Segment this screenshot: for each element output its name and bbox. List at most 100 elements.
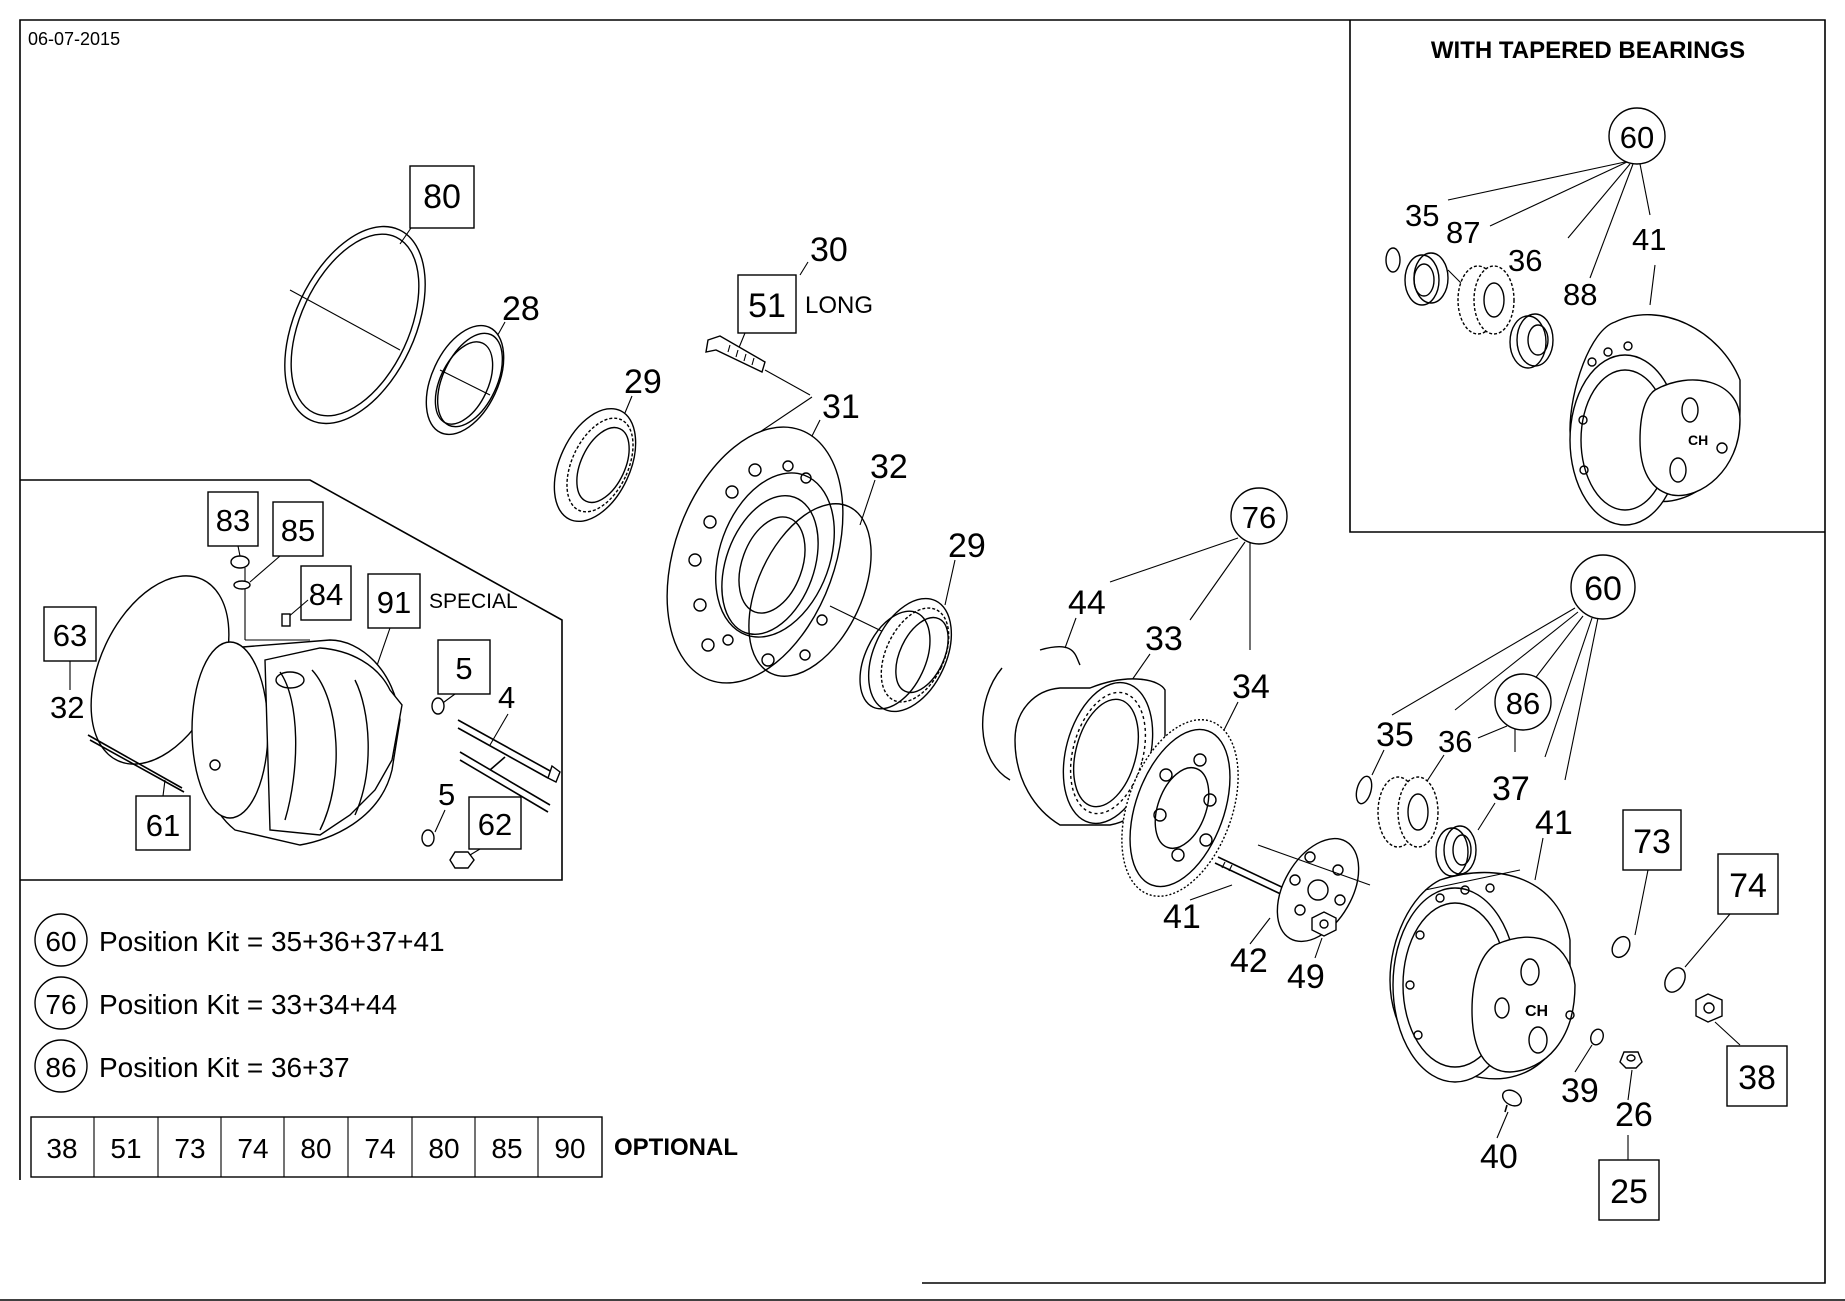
label-44: 44 (1068, 584, 1106, 622)
hub-31 (666, 426, 844, 684)
svg-text:84: 84 (309, 577, 343, 612)
bearing-29-mid (859, 597, 953, 713)
box-38: 38 (1726, 1045, 1788, 1107)
ring-gear-33 (1014, 678, 1166, 826)
inset-kit-60-label: 60 (1620, 120, 1654, 155)
inset-label-32: 32 (50, 690, 84, 725)
inset-plug-83 (230, 555, 251, 590)
plug-26 (1619, 1051, 1643, 1069)
inset-box-62: 62 (468, 796, 522, 850)
optional-label: OPTIONAL (614, 1134, 738, 1161)
housing-inset: 83 85 84 91 SPECIAL 63 5 62 61 (20, 479, 563, 881)
svg-text:63: 63 (53, 618, 87, 653)
drawing-frame (0, 19, 1845, 1301)
main-exploded-view: 80 28 30 51 LONG (284, 165, 1788, 1221)
drawing-date: 06-07-2015 (28, 29, 120, 49)
inset-box-85: 85 (272, 501, 324, 557)
inset-label-5-lower: 5 (438, 777, 455, 812)
plate-49 (1257, 837, 1371, 943)
label-28: 28 (502, 290, 540, 328)
label-29-top: 29 (624, 363, 662, 401)
label-34: 34 (1232, 668, 1270, 706)
inset-box-83: 83 (207, 491, 259, 547)
inset-housing-body (191, 568, 403, 846)
inset-tapered-bearing-88 (1509, 313, 1554, 369)
label-42: 41 (1163, 898, 1201, 936)
inset-label-88: 88 (1563, 277, 1597, 312)
optional-cell: 74 (364, 1133, 395, 1164)
seal-ring-80 (284, 225, 426, 425)
bolt-42 (1214, 856, 1289, 897)
inset-box-5: 5 (437, 639, 491, 695)
inset-bolts-4 (457, 719, 561, 813)
kit-row-76: 76 Position Kit = 33+34+44 (34, 976, 397, 1030)
circle-86: 86 (1494, 673, 1552, 731)
svg-text:25: 25 (1610, 1173, 1648, 1211)
box-73: 73 (1622, 809, 1682, 871)
inset-plug-84 (281, 613, 291, 627)
label-30: 30 (810, 231, 848, 269)
svg-text:86: 86 (45, 1052, 76, 1083)
label-32: 32 (870, 448, 908, 486)
optional-cell: 80 (300, 1133, 331, 1164)
label-36: 36 (1438, 724, 1472, 759)
svg-text:74: 74 (1729, 867, 1767, 905)
svg-text:60: 60 (1584, 570, 1622, 608)
washer-74 (1664, 967, 1686, 993)
box-25: 25 (1598, 1159, 1660, 1221)
svg-text:61: 61 (146, 808, 180, 843)
svg-text:Position Kit = 36+37: Position Kit = 36+37 (99, 1052, 350, 1083)
seal-28 (425, 324, 505, 436)
box-80: 80 (409, 165, 475, 229)
optional-cell: 90 (554, 1133, 585, 1164)
bleed-screw-40 (1501, 1089, 1523, 1113)
inset-box-84: 84 (300, 565, 352, 621)
snap-ring-35 (1355, 775, 1373, 805)
kit-row-60: 60 Position Kit = 35+36+37+41 (34, 913, 445, 967)
kit-row-86: 86 Position Kit = 36+37 (34, 1039, 350, 1093)
label-29-mid: 29 (948, 527, 986, 565)
svg-text:76: 76 (1242, 500, 1276, 535)
o-ring-32 (748, 503, 872, 677)
special-label: SPECIAL (429, 590, 518, 613)
optional-cell: 73 (174, 1133, 205, 1164)
label-35: 35 (1376, 716, 1414, 754)
planet-gear-36 (1377, 776, 1439, 848)
inset-planet-gear-36 (1457, 265, 1515, 335)
inset-snap-ring-35 (1385, 247, 1401, 273)
box-74: 74 (1717, 853, 1779, 915)
svg-text:38: 38 (1738, 1059, 1776, 1097)
optional-cell: 80 (428, 1133, 459, 1164)
inset-washer-5-lower (421, 829, 435, 847)
circle-76: 76 (1230, 487, 1288, 545)
svg-text:80: 80 (423, 178, 461, 216)
svg-text:83: 83 (216, 503, 250, 538)
svg-text:51: 51 (748, 287, 786, 325)
label-41: 41 (1535, 804, 1573, 842)
optional-cell: 74 (237, 1133, 268, 1164)
o-ring-39 (1590, 1028, 1604, 1046)
long-label: LONG (805, 292, 873, 319)
svg-text:CH: CH (1525, 1003, 1548, 1020)
inset-stud-61 (87, 734, 185, 793)
svg-text:86: 86 (1506, 686, 1540, 721)
label-40: 40 (1480, 1138, 1518, 1176)
snap-ring-44 (982, 646, 1081, 781)
inset-label-87: 87 (1446, 215, 1480, 250)
svg-text:76: 76 (45, 989, 76, 1020)
optional-table: 38 51 73 74 80 74 80 85 90 OPTIONAL (30, 1116, 738, 1178)
inset-box-91: 91 (367, 573, 421, 629)
svg-text:5: 5 (455, 651, 472, 686)
inset-label-41: 41 (1632, 222, 1666, 257)
inset-hub-41: CH (1569, 264, 1741, 526)
label-43: 49 (1287, 958, 1325, 996)
box-51: 51 (737, 274, 797, 334)
hub-41: CH (1389, 869, 1576, 1083)
inset-washer-5 (431, 697, 445, 715)
label-33: 33 (1145, 620, 1183, 658)
circle-60: 60 (1570, 554, 1636, 620)
svg-text:73: 73 (1633, 823, 1671, 861)
bearing-29-top (553, 407, 637, 523)
inset-label-36: 36 (1508, 243, 1542, 278)
